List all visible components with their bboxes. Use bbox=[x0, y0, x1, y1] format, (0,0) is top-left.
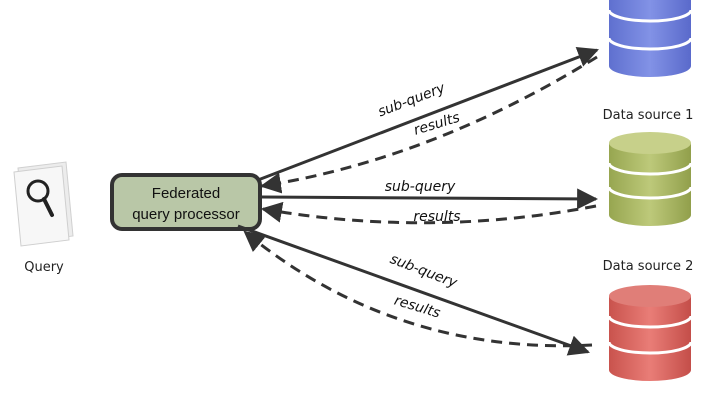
database-icon bbox=[607, 285, 693, 381]
processor-label-line2: query processor bbox=[132, 206, 240, 223]
subquery-arrow bbox=[237, 224, 590, 356]
subquery-arrow bbox=[257, 46, 599, 182]
data-source-1-label: Data source 1 bbox=[603, 108, 694, 123]
subquery-arrow bbox=[261, 188, 599, 210]
results-label: results bbox=[412, 110, 462, 139]
results-arrow bbox=[259, 55, 598, 194]
processor-label-line1: Federated bbox=[152, 185, 220, 202]
query-processor-node: Federated query processor bbox=[110, 173, 262, 231]
data-source-0 bbox=[607, 0, 693, 77]
edge-source-2: sub-query results bbox=[237, 224, 593, 356]
results-arrow bbox=[260, 201, 597, 225]
processor-box bbox=[110, 173, 262, 231]
subquery-label: sub-query bbox=[376, 80, 448, 120]
query-label: Query bbox=[24, 260, 64, 275]
magnifier-icon bbox=[13, 161, 74, 247]
edge-source-1: sub-query results bbox=[260, 179, 599, 225]
results-label: results bbox=[413, 209, 460, 225]
subquery-label: sub-query bbox=[385, 179, 456, 195]
database-icon bbox=[607, 0, 693, 77]
edge-source-0: sub-query results bbox=[257, 46, 599, 194]
data-source-2: Data source 2 bbox=[603, 259, 694, 381]
data-source-1: Data source 1 bbox=[603, 108, 694, 226]
database-icon bbox=[607, 132, 693, 226]
data-source-2-label: Data source 2 bbox=[603, 259, 694, 274]
results-arrow bbox=[243, 230, 593, 348]
query-node: Query bbox=[13, 161, 74, 275]
subquery-label: sub-query bbox=[388, 251, 460, 291]
